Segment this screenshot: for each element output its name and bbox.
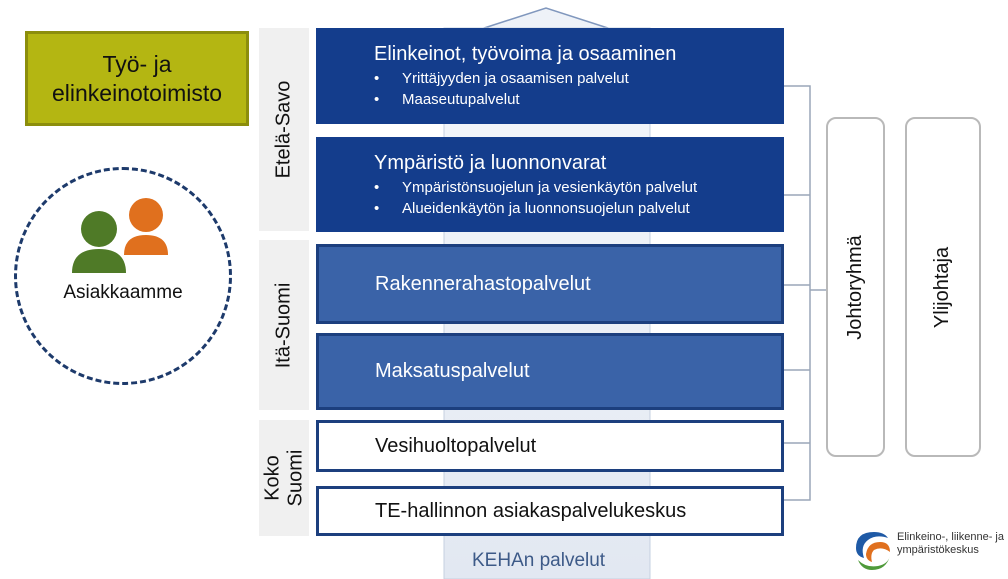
- service-bullet: Ympäristönsuojelun ja vesienkäytön palve…: [374, 177, 784, 198]
- service-box-payments: Maksatuspalvelut: [316, 333, 784, 410]
- service-bullet: Alueidenkäytön ja luonnonsuojelun palvel…: [374, 198, 784, 219]
- service-te-customer-centre-label: TE-hallinnon asiakaspalvelukeskus: [375, 499, 687, 522]
- region-etela-savo-label: Etelä-Savo: [272, 80, 295, 179]
- te-office-line1: Työ- ja: [102, 50, 172, 77]
- service-environment-title: Ympäristö ja luonnonvarat: [374, 152, 607, 174]
- management-group-label: Johtoryhmä: [844, 234, 866, 340]
- management-group-box: Johtoryhmä: [826, 117, 885, 457]
- region-ita-suomi: Itä-Suomi: [259, 240, 309, 410]
- customers-icon: [72, 198, 168, 273]
- te-office-line2: elinkeinotoimisto: [51, 79, 223, 106]
- director-general-label: Ylijohtaja: [931, 246, 954, 328]
- service-bullet: Maaseutupalvelut: [374, 89, 784, 110]
- region-koko-suomi-line2: Suomi: [284, 449, 307, 507]
- ely-logo-line1: Elinkeino-, liikenne- ja: [897, 531, 1004, 543]
- service-structural-funds-label: Rakennerahastopalvelut: [375, 272, 591, 295]
- service-box-te-customer-centre: TE-hallinnon asiakaspalvelukeskus: [316, 486, 784, 536]
- ely-logo-icon: [856, 532, 890, 570]
- clients-label: Asiakkaamme: [63, 282, 183, 303]
- service-business-bullets: Yrittäjyyden ja osaamisen palvelut Maase…: [374, 68, 784, 110]
- management-bracket: [784, 85, 828, 501]
- service-environment-bullets: Ympäristönsuojelun ja vesienkäytön palve…: [374, 177, 784, 219]
- service-business-title: Elinkeinot, työvoima ja osaaminen: [374, 43, 677, 65]
- service-box-business: Elinkeinot, työvoima ja osaaminen Yrittä…: [316, 28, 784, 124]
- director-general-box: Ylijohtaja: [905, 117, 981, 457]
- te-office-box: Työ- ja elinkeinotoimisto: [25, 31, 249, 126]
- ely-logo-text: Elinkeino-, liikenne- ja ympäristökeskus: [897, 531, 1004, 557]
- service-bullet: Yrittäjyyden ja osaamisen palvelut: [374, 68, 784, 89]
- service-payments-label: Maksatuspalvelut: [375, 360, 530, 382]
- clients-circle: [14, 167, 232, 385]
- service-water-label: Vesihuoltopalvelut: [375, 434, 537, 457]
- service-box-environment: Ympäristö ja luonnonvarat Ympäristönsuoj…: [316, 137, 784, 232]
- ely-logo-line2: ympäristökeskus: [897, 544, 979, 556]
- service-box-water: Vesihuoltopalvelut: [316, 420, 784, 472]
- region-koko-suomi-label: Koko Suomi: [261, 450, 307, 507]
- service-box-structural-funds: Rakennerahastopalvelut: [316, 244, 784, 324]
- region-ita-suomi-label: Itä-Suomi: [272, 282, 295, 368]
- region-koko-suomi: Koko Suomi: [259, 420, 309, 536]
- region-etela-savo: Etelä-Savo: [259, 28, 309, 231]
- region-koko-suomi-line1: Koko: [261, 455, 284, 501]
- keha-services-label: KEHAn palvelut: [472, 550, 606, 571]
